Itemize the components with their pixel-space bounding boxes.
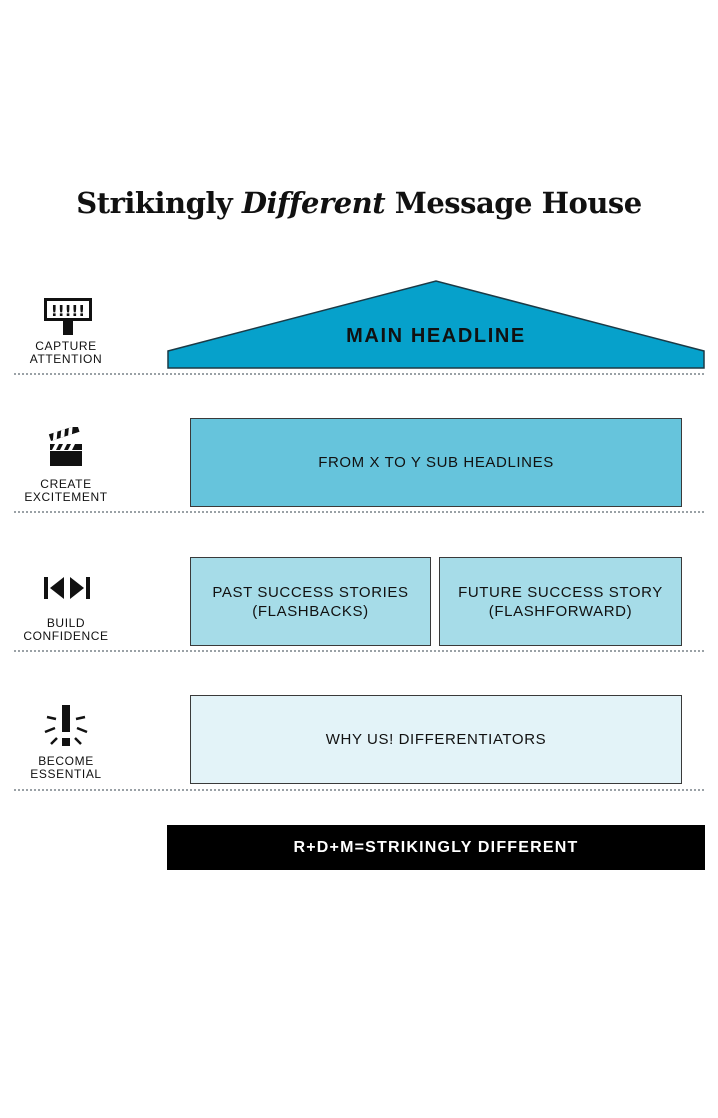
title-part-1: Strikingly (76, 186, 242, 220)
formula-text: R+D+M=STRIKINGLY DIFFERENT (293, 838, 579, 856)
label-line-2: ESSENTIAL (30, 767, 102, 781)
label-line-2: EXCITEMENT (24, 490, 108, 504)
formula-bar: R+D+M=STRIKINGLY DIFFERENT (167, 825, 705, 870)
future-story-line-2: (FLASHFORWARD) (488, 602, 633, 620)
exclamation-icon (44, 705, 88, 746)
past-success-stories-box: PAST SUCCESS STORIES (FLASHBACKS) (190, 557, 431, 646)
future-story-line-1: FUTURE SUCCESS STORY (458, 583, 663, 601)
row-divider (14, 650, 704, 652)
past-stories-line-1: PAST SUCCESS STORIES (212, 583, 409, 601)
label-line-1: BECOME (38, 754, 94, 768)
label-line-1: CAPTURE (35, 339, 97, 353)
row-label-capture-attention: CAPTURE ATTENTION (14, 340, 118, 366)
clapperboard-icon (48, 427, 82, 466)
row-label-become-essential: BECOME ESSENTIAL (14, 755, 118, 781)
title-part-3: Message House (385, 186, 642, 220)
billboard-marks: !!!!! (51, 302, 85, 320)
row-label-build-confidence: BUILD CONFIDENCE (14, 617, 118, 643)
label-line-2: CONFIDENCE (23, 629, 109, 643)
label-line-1: BUILD (46, 616, 86, 630)
row-divider (14, 511, 704, 513)
row-divider (14, 789, 704, 791)
differentiators-box: WHY US! DIFFERENTIATORS (190, 695, 682, 784)
diagram-title: Strikingly Different Message House (0, 186, 718, 220)
main-headline: MAIN HEADLINE (346, 325, 526, 347)
differentiators-text: WHY US! DIFFERENTIATORS (325, 731, 547, 748)
sub-headlines-box: FROM X TO Y SUB HEADLINES (190, 418, 682, 507)
rewind-forward-icon (44, 577, 90, 599)
label-line-2: ATTENTION (29, 352, 103, 366)
row-divider (14, 373, 704, 375)
billboard-icon: !!!!! (44, 298, 92, 335)
sub-headlines-text: FROM X TO Y SUB HEADLINES (318, 454, 554, 471)
title-part-2: Different (241, 186, 386, 220)
future-success-story-box: FUTURE SUCCESS STORY (FLASHFORWARD) (439, 557, 682, 646)
row-label-create-excitement: CREATE EXCITEMENT (14, 478, 118, 504)
house-roof (167, 280, 705, 369)
label-line-1: CREATE (40, 477, 92, 491)
past-stories-line-2: (FLASHBACKS) (252, 602, 369, 620)
